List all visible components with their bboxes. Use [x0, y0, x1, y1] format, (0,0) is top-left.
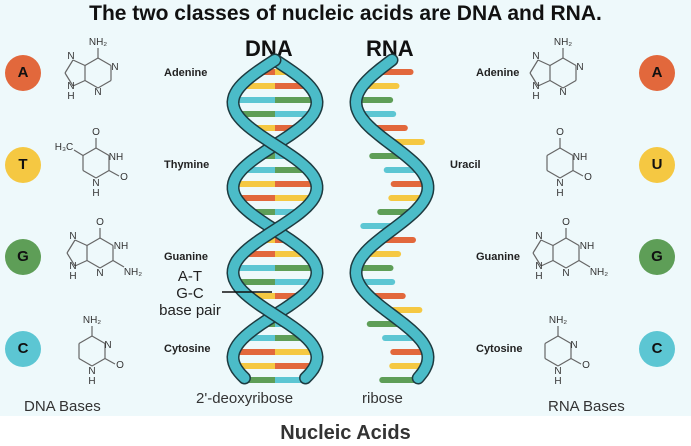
nitrogen-label: N — [535, 261, 542, 272]
page-title: The two classes of nucleic acids are DNA… — [89, 2, 602, 25]
rna-base-badge-adenine: A — [639, 55, 675, 91]
hydrogen-label: H — [556, 188, 563, 199]
nitrogen-label: N — [67, 51, 74, 62]
amine-label: NH₂ — [124, 267, 142, 278]
oxygen-label: O — [582, 360, 590, 371]
dna-sugar-caption: 2'-deoxyribose — [196, 390, 294, 407]
hydrogen-label: H — [88, 376, 95, 387]
dna-base-badge-thymine: T — [5, 147, 41, 183]
amine-label: NH₂ — [89, 37, 107, 48]
dna-base-badge-cytosine: C — [5, 331, 41, 367]
oxygen-label: O — [562, 217, 570, 228]
dna-bases-caption: DNA Bases — [24, 398, 101, 415]
oxygen-label: O — [120, 172, 128, 183]
nitrogen-label: N — [554, 366, 561, 377]
nitrogen-label: N — [532, 81, 539, 92]
dna-base-label-cytosine: Cytosine — [164, 343, 211, 355]
amine-label: NH₂ — [83, 315, 101, 326]
annotation-base-pair: base pair — [159, 302, 221, 319]
rna-sugar-caption: ribose — [362, 390, 403, 407]
nitrogen-label: N — [576, 62, 583, 73]
nitrogen-label: N — [556, 178, 563, 189]
hydrogen-label: H — [67, 91, 74, 102]
methyl-label: H₃C — [55, 142, 74, 153]
nitrogen-label: N — [69, 231, 76, 242]
nitrogen-label: N — [92, 178, 99, 189]
nitrogen-label: N — [559, 87, 566, 98]
amine-label: NH₂ — [590, 267, 608, 278]
nitrogen-label: N — [111, 62, 118, 73]
rna-bases-caption: RNA Bases — [548, 398, 625, 415]
amine-label: NH₂ — [549, 315, 567, 326]
nitrogen-label: N — [67, 81, 74, 92]
thymine-structure: O NH O NH H₃C — [55, 127, 128, 199]
nitrogen-label: N — [562, 268, 569, 279]
imine-label: NH — [114, 241, 128, 252]
rna-base-label-guanine: Guanine — [476, 251, 521, 263]
base-pair-annotation: A-T G-C base pair — [150, 268, 230, 319]
dna-backbone-2 — [227, 55, 323, 383]
nitrogen-label: N — [69, 261, 76, 272]
oxygen-label: O — [556, 127, 564, 138]
rna-backbone — [350, 55, 434, 383]
nitrogen-label: N — [570, 340, 577, 351]
hydrogen-label: H — [532, 91, 539, 102]
hydrogen-label: H — [535, 271, 542, 282]
hydrogen-label: H — [69, 271, 76, 282]
rna-base-label-cytosine: Cytosine — [476, 343, 523, 355]
oxygen-label: O — [92, 127, 100, 138]
dna-backbone-1 — [227, 55, 323, 383]
dna-base-badge-adenine: A — [5, 55, 41, 91]
dna-base-label-adenine: Adenine — [164, 67, 208, 79]
nitrogen-label: N — [96, 268, 103, 279]
oxygen-label: O — [584, 172, 592, 183]
hydrogen-label: H — [92, 188, 99, 199]
nitrogen-label: N — [94, 87, 101, 98]
amine-label: NH₂ — [554, 37, 572, 48]
nitrogen-label: N — [532, 51, 539, 62]
oxygen-label: O — [96, 217, 104, 228]
nitrogen-label: N — [104, 340, 111, 351]
rna-base-badge-guanine: G — [639, 239, 675, 275]
nitrogen-label: NH — [109, 152, 123, 163]
oxygen-label: O — [116, 360, 124, 371]
dna-base-label-guanine: Guanine — [164, 251, 209, 263]
nitrogen-label: N — [88, 366, 95, 377]
nitrogen-label: N — [535, 231, 542, 242]
diagram-art: NH₂NNNNHONHONHH₃CONHNH₂NNNHNH₂NONHNH₂NNN… — [55, 37, 609, 387]
rna-base-badge-cytosine: C — [639, 331, 675, 367]
imine-label: NH — [580, 241, 594, 252]
nitrogen-label: NH — [573, 152, 587, 163]
rna-base-label-uracil: Uracil — [450, 159, 481, 171]
dna-base-badge-guanine: G — [5, 239, 41, 275]
uracil-structure: O NH O NH — [546, 127, 592, 199]
rna-base-label-adenine: Adenine — [476, 67, 520, 79]
annotation-gc: G-C — [176, 285, 204, 302]
dna-base-label-thymine: Thymine — [164, 159, 210, 171]
footer-title: Nucleic Acids — [280, 422, 411, 444]
hydrogen-label: H — [554, 376, 561, 387]
rna-base-badge-uracil: U — [639, 147, 675, 183]
annotation-at: A-T — [177, 268, 203, 285]
